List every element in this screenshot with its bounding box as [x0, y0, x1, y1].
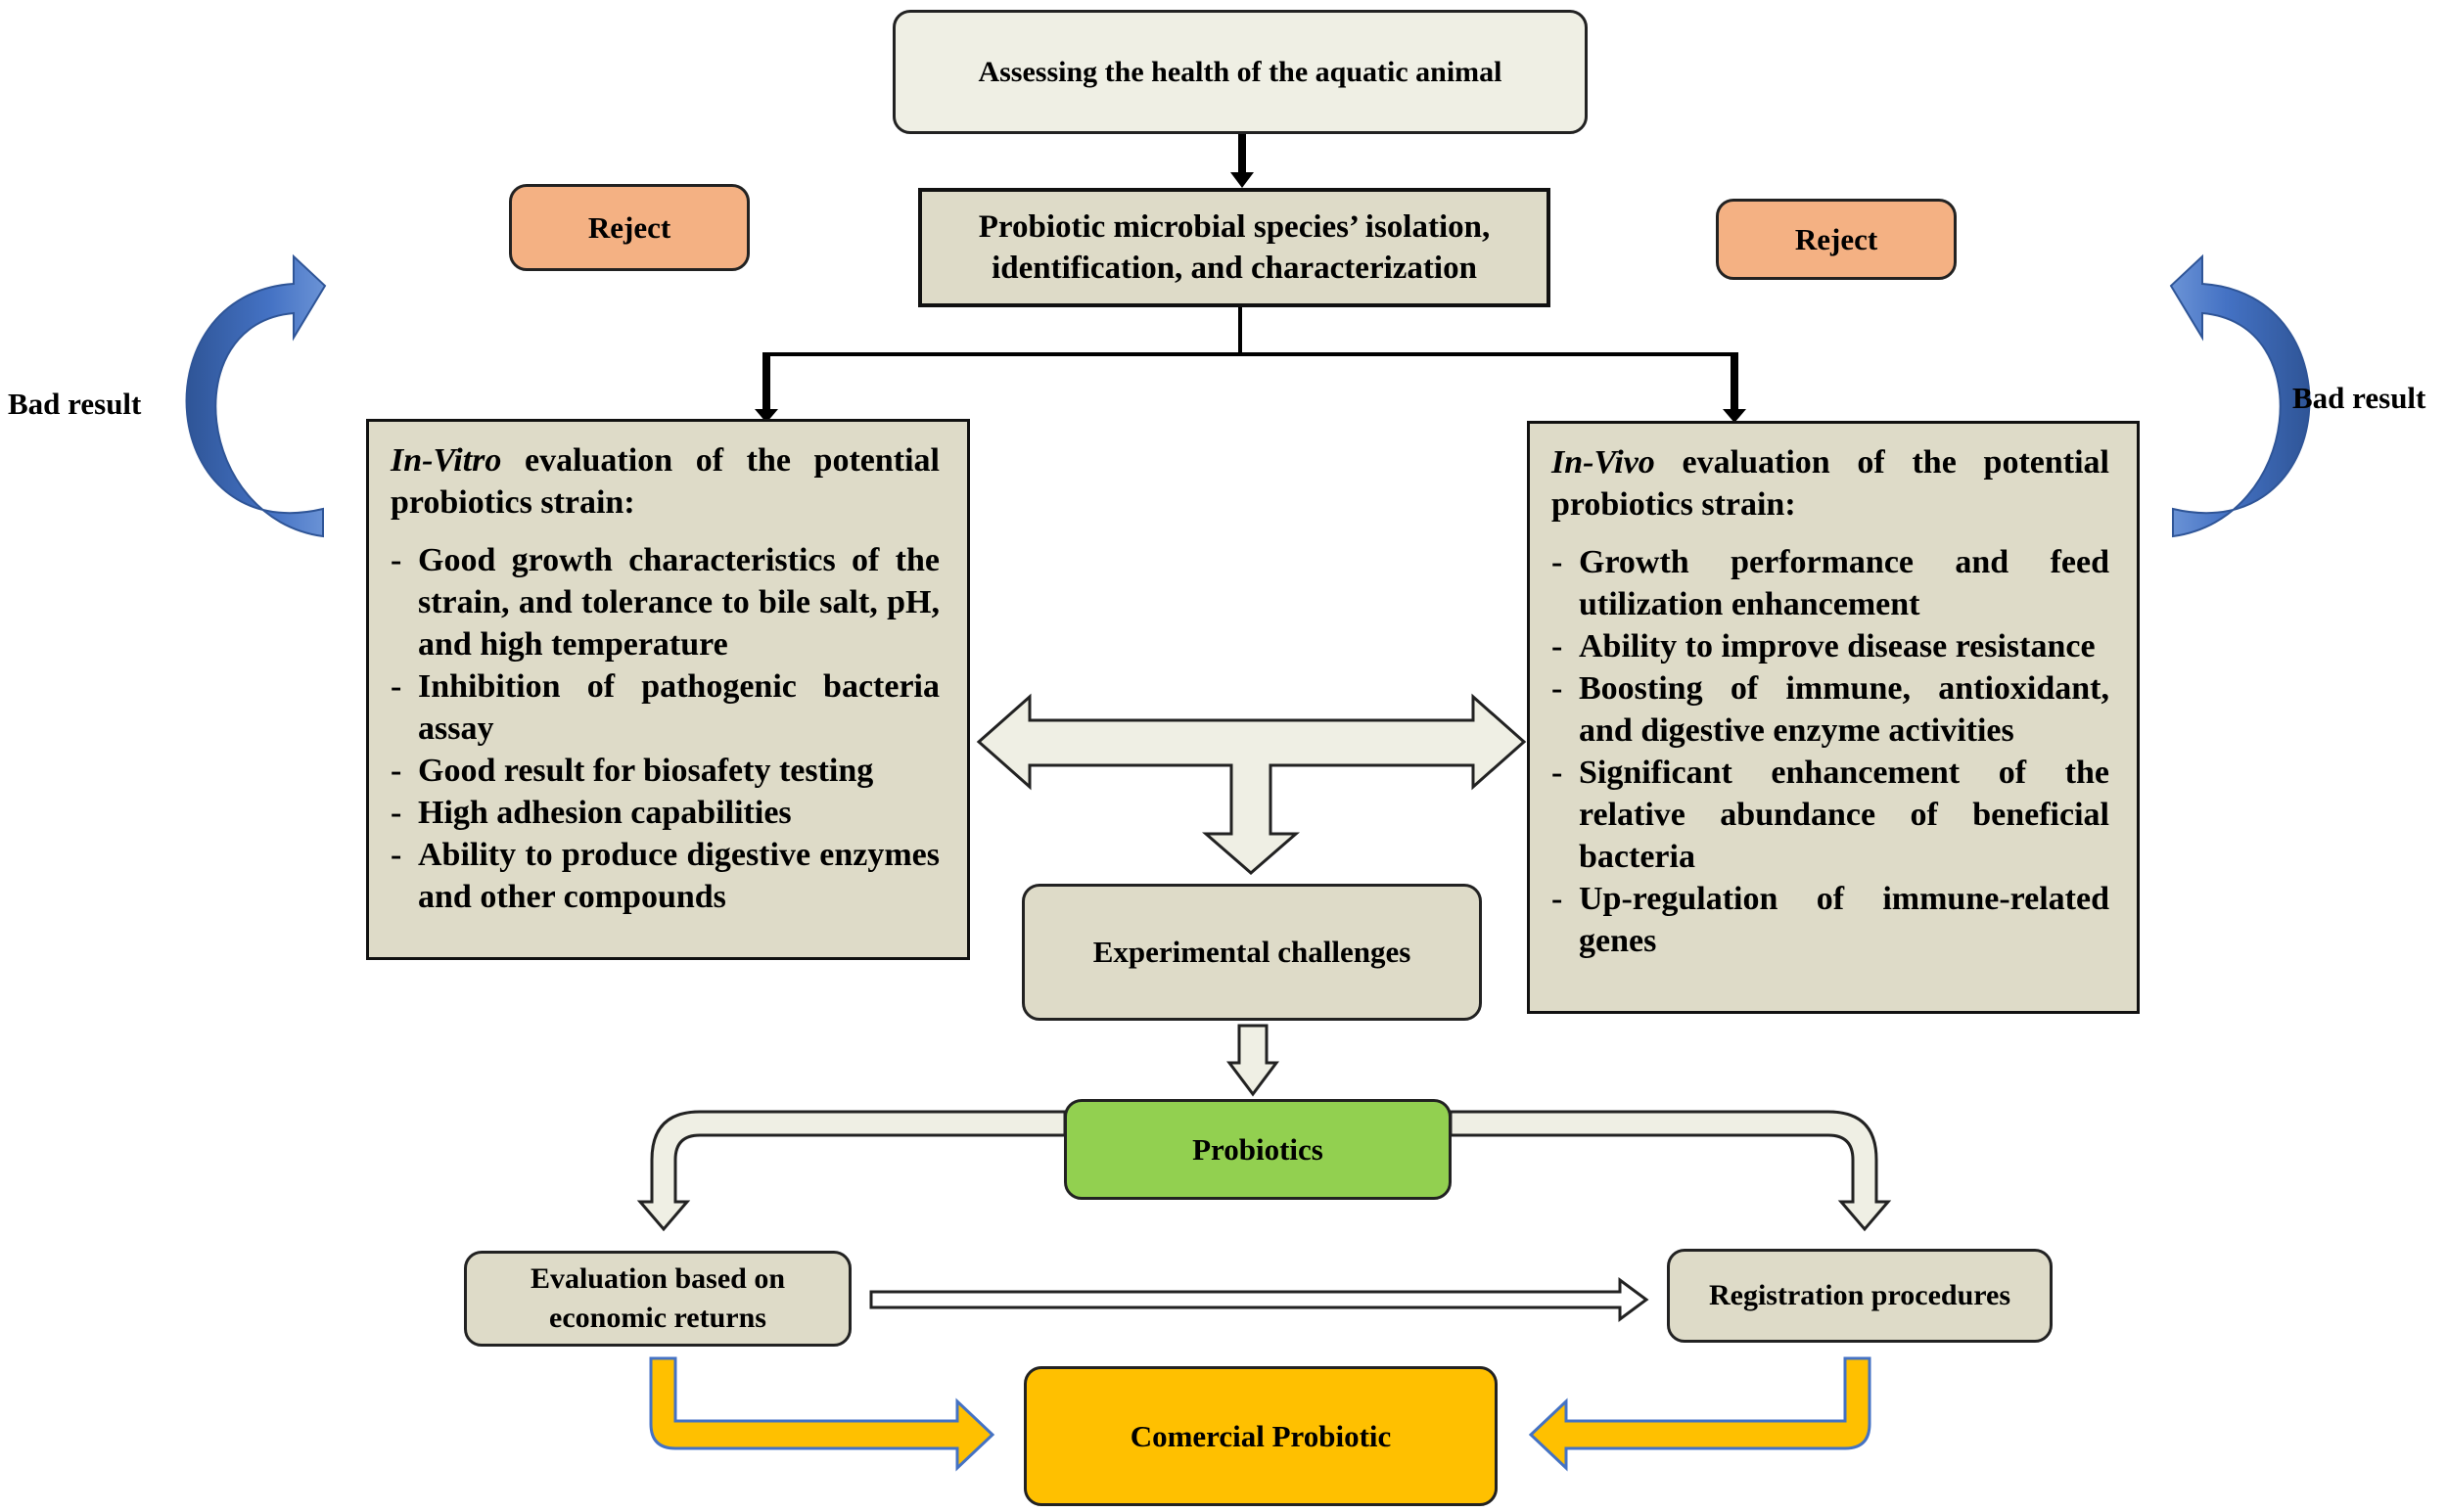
in-vivo-item: Growth performance and feed utilization …	[1551, 541, 2109, 625]
in-vivo-item: Significant enhancement of the relative …	[1551, 752, 2109, 878]
yellow-arrow-registration-to-commercial	[1528, 1356, 1871, 1472]
in-vivo-panel: In-Vivo evaluation of the potential prob…	[1527, 421, 2140, 1014]
arrow-probiotics-to-evaluation	[636, 1110, 1067, 1232]
in-vivo-item: Up-regulation of immune-related genes	[1551, 878, 2109, 962]
reject-left-box: Reject	[509, 184, 750, 271]
curved-arrow-left-icon	[185, 253, 327, 538]
in-vitro-item: Inhibition of pathogenic bacteria assay	[391, 665, 940, 750]
commercial-probiotic-box: Comercial Probiotic	[1024, 1366, 1498, 1506]
experimental-challenges-box: Experimental challenges	[1022, 884, 1482, 1021]
arrow-evaluation-to-registration	[869, 1277, 1649, 1322]
reject-left-text: Reject	[587, 209, 671, 245]
registration-box: Registration procedures	[1667, 1249, 2053, 1343]
isolation-text: Probiotic microbial species’ isolation, …	[978, 209, 1491, 286]
experimental-challenges-text: Experimental challenges	[1092, 935, 1411, 969]
in-vitro-title-rest: evaluation of the potential probiotics s…	[391, 442, 940, 521]
arrow-probiotics-to-registration	[1449, 1110, 1892, 1232]
arrow-challenges-to-probiotics	[1226, 1024, 1279, 1097]
in-vitro-item: High adhesion capabilities	[391, 792, 940, 834]
in-vitro-title-italic: In-Vitro	[391, 442, 502, 479]
evaluation-text: Evaluation based on economic returns	[530, 1262, 786, 1334]
arrow-top-to-isolation	[1230, 134, 1254, 188]
in-vitro-list: Good growth characteristics of the strai…	[391, 539, 940, 918]
in-vitro-item: Good growth characteristics of the strai…	[391, 539, 940, 665]
in-vivo-title-italic: In-Vivo	[1551, 444, 1655, 481]
isolation-box: Probiotic microbial species’ isolation, …	[918, 188, 1550, 307]
probiotics-text: Probiotics	[1192, 1131, 1323, 1167]
bad-result-right-label: Bad result	[2292, 381, 2426, 415]
evaluation-box: Evaluation based on economic returns	[464, 1251, 852, 1347]
curved-arrow-right-icon	[2169, 253, 2311, 538]
probiotics-box: Probiotics	[1064, 1099, 1452, 1200]
in-vivo-list: Growth performance and feed utilization …	[1551, 541, 2109, 962]
reject-right-box: Reject	[1716, 199, 1957, 280]
registration-text: Registration procedures	[1708, 1279, 2011, 1311]
in-vitro-item: Good result for biosafety testing	[391, 750, 940, 792]
double-arrow-with-down-branch	[976, 693, 1527, 875]
commercial-probiotic-text: Comercial Probiotic	[1130, 1418, 1392, 1453]
in-vivo-item: Boosting of immune, antioxidant, and dig…	[1551, 667, 2109, 752]
in-vivo-title-rest: evaluation of the potential probiotics s…	[1551, 444, 2109, 523]
in-vitro-title: In-Vitro evaluation of the potential pro…	[391, 439, 940, 524]
split-connector	[755, 305, 1746, 423]
bad-result-left-label: Bad result	[8, 387, 142, 421]
in-vivo-item: Ability to improve disease resistance	[1551, 625, 2109, 667]
assess-health-box: Assessing the health of the aquatic anim…	[893, 10, 1588, 134]
yellow-arrow-evaluation-to-commercial	[649, 1356, 995, 1472]
in-vitro-panel: In-Vitro evaluation of the potential pro…	[366, 419, 970, 960]
reject-right-text: Reject	[1794, 221, 1878, 256]
in-vitro-item: Ability to produce digestive enzymes and…	[391, 834, 940, 918]
assess-health-text: Assessing the health of the aquatic anim…	[978, 55, 1502, 88]
in-vivo-title: In-Vivo evaluation of the potential prob…	[1551, 441, 2109, 526]
